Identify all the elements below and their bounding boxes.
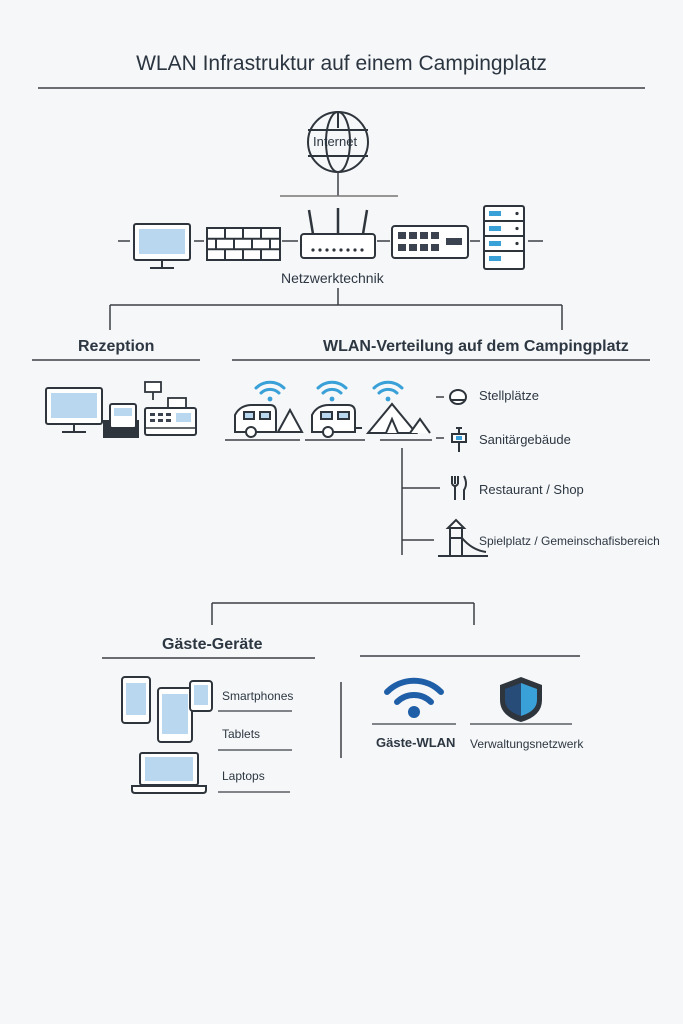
- card-terminal-icon: [103, 403, 139, 438]
- router-icon: [300, 208, 376, 259]
- reception-monitor-icon: [45, 387, 103, 433]
- smartphone-small-icon: [189, 680, 213, 712]
- device-label-smartphones: Smartphones: [222, 689, 294, 703]
- sink-icon: [451, 427, 467, 452]
- tablet-icon: [157, 687, 193, 743]
- page-title: WLAN Infrastruktur auf einem Campingplat…: [136, 52, 547, 75]
- playground-icon: [438, 518, 488, 557]
- wifi-icon: [316, 380, 348, 402]
- laptop-icon: [131, 752, 207, 794]
- area-label-restaurant: Restaurant / Shop: [479, 482, 584, 497]
- network-tech-label: Netzwerktechnik: [281, 270, 384, 286]
- firewall-icon: [206, 227, 281, 261]
- caravan-icon: [234, 404, 304, 438]
- guest-wifi-icon: [384, 677, 444, 718]
- wifi-icon: [254, 380, 286, 402]
- admin-network-label: Verwaltungsnetzwerk: [470, 737, 584, 751]
- area-label-playground: Spielplatz / Gemeinschafisbereich: [479, 534, 660, 548]
- server-rack-icon: [483, 205, 525, 270]
- caravan-icon: [311, 404, 362, 438]
- monitor-icon: [133, 223, 191, 269]
- area-label-pitches: Stellplätze: [479, 388, 539, 403]
- guest-wlan-label: Gäste-WLAN: [376, 735, 456, 750]
- guest-devices-heading: Gäste-Geräte: [162, 636, 263, 653]
- device-label-tablets: Tablets: [222, 727, 261, 741]
- internet-label: Internet: [313, 134, 358, 149]
- shield-icon: [500, 677, 542, 722]
- wifi-icon: [372, 380, 404, 402]
- wlan-distribution-heading: WLAN-Verteilung auf dem Campingplatz: [323, 338, 629, 355]
- area-label-sanitary: Sanitärgebäude: [479, 432, 571, 447]
- pitch-marker-icon: [449, 389, 467, 405]
- cutlery-icon: [451, 475, 467, 500]
- smartphone-icon: [121, 676, 151, 724]
- switch-icon: [391, 225, 469, 259]
- device-label-laptops: Laptops: [222, 769, 265, 783]
- reception-heading: Rezeption: [78, 338, 155, 355]
- cash-register-icon: [144, 381, 197, 436]
- tent-icon: [365, 402, 431, 434]
